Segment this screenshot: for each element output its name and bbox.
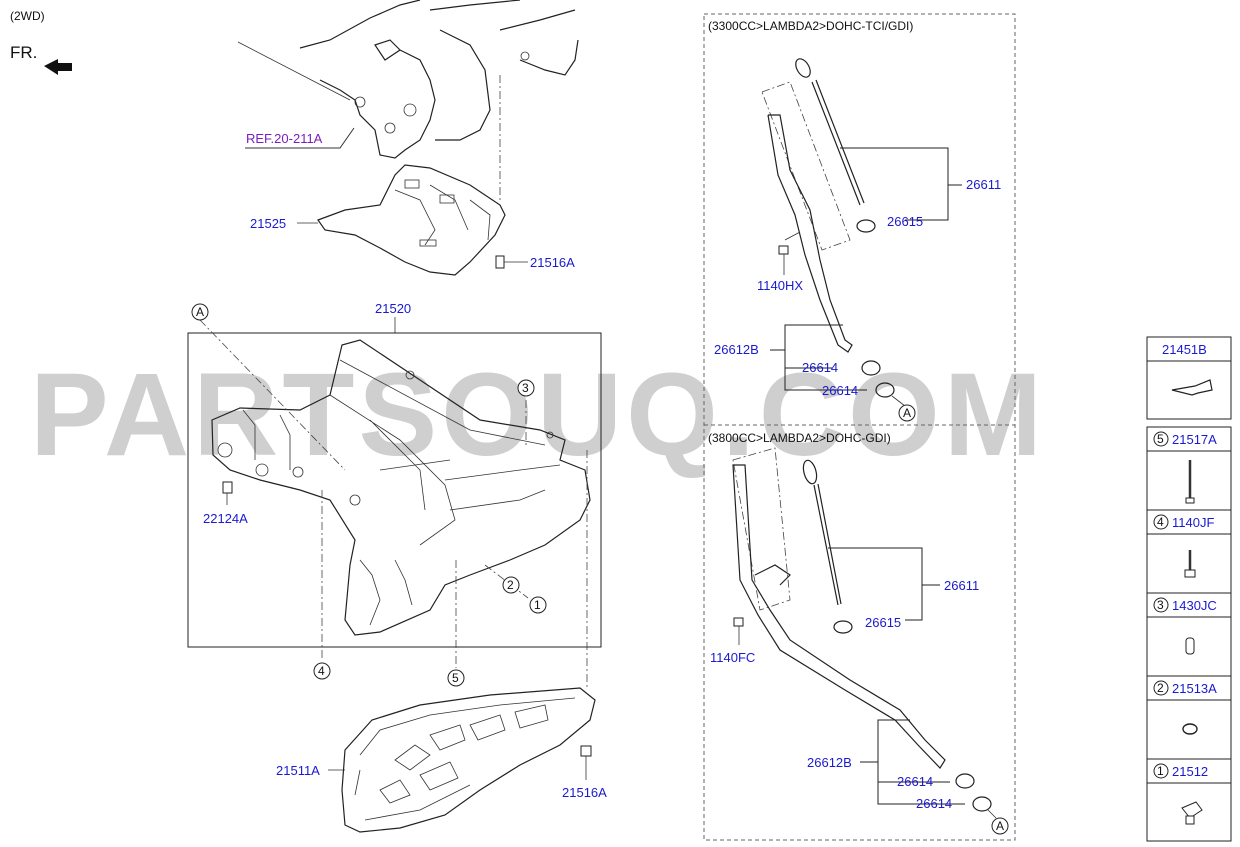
plug-22124a-icon: [222, 481, 233, 505]
oring-26615-bottom-icon: [833, 620, 853, 634]
svg-text:1140JF: 1140JF: [1172, 515, 1214, 530]
svg-text:2: 2: [507, 578, 514, 592]
bolt-1140hx-icon: [778, 245, 789, 275]
label-26615-bottom: 26615: [865, 615, 901, 630]
seal-26614-top-1-icon: [861, 360, 881, 376]
seal-26614-bottom-2-icon: [972, 796, 992, 812]
label-1140fc: 1140FC: [710, 650, 755, 665]
svg-text:5: 5: [1157, 432, 1164, 446]
svg-text:21512: 21512: [1172, 764, 1208, 779]
label-26615-top: 26615: [887, 214, 923, 229]
legend-item-3: 3 1430JC: [1153, 597, 1217, 655]
svg-text:3: 3: [522, 381, 529, 395]
callout-5: 5: [447, 669, 465, 687]
oil-pan-frame: [187, 332, 602, 648]
front-label: FR.: [10, 43, 37, 62]
callout-a-top: A: [191, 303, 209, 321]
legend-item-2: 2 21513A: [1153, 680, 1217, 735]
label-26612b-top: 26612B: [714, 342, 759, 357]
svg-text:21513A: 21513A: [1172, 681, 1217, 696]
label-26611-bottom: 26611: [944, 578, 979, 593]
engine-block: [237, 0, 579, 200]
svg-text:4: 4: [1157, 515, 1164, 529]
svg-text:5: 5: [452, 671, 459, 685]
callout-2: 2: [502, 576, 520, 594]
svg-text:21517A: 21517A: [1172, 432, 1217, 447]
callout-a-bottom-variant: A: [991, 817, 1009, 835]
callout-1: 1: [529, 596, 547, 614]
callout-a-top-variant: A: [898, 404, 916, 422]
svg-text:4: 4: [318, 664, 325, 678]
oring-26615-top-icon: [856, 219, 876, 233]
variant-panel: [703, 13, 1016, 841]
label-21516a-top: 21516A: [530, 255, 575, 270]
svg-text:1: 1: [1157, 764, 1164, 778]
long-bolt-icon: [1185, 460, 1195, 504]
flange-bolt-icon: [1184, 550, 1196, 578]
legend-top-code: 21451B: [1162, 342, 1207, 357]
lower-oil-pan: [341, 687, 596, 833]
legend-item-1: 1 21512: [1153, 763, 1208, 825]
label-26612b-bottom: 26612B: [807, 755, 852, 770]
bracket-icon: [1171, 379, 1213, 396]
svg-text:3: 3: [1157, 598, 1164, 612]
seal-26614-bottom-1-icon: [955, 773, 975, 789]
bolt-21516a-top-icon: [495, 255, 528, 269]
ref-leader: [245, 127, 355, 149]
legend-list: 5 21517A 4 1140JF 3 1430JC 2 21513A 1 21…: [1146, 426, 1232, 842]
svg-text:1430JC: 1430JC: [1172, 598, 1217, 613]
front-arrow-icon: [44, 59, 72, 75]
variant-label: (2WD): [10, 9, 45, 23]
callout-4: 4: [313, 662, 331, 680]
label-26614-bottom-1: 26614: [897, 774, 933, 789]
callout-3: 3: [517, 379, 535, 397]
bolt-21516a-bottom-icon: [580, 745, 592, 780]
svg-text:1: 1: [534, 598, 541, 612]
svg-text:2: 2: [1157, 681, 1164, 695]
svg-text:A: A: [996, 819, 1004, 833]
legend-21451b: 21451B: [1146, 336, 1232, 420]
variant-bottom-title: (3800CC>LAMBDA2>DOHC-GDI): [708, 431, 891, 445]
label-21520: 21520: [375, 301, 411, 316]
dipstick-bottom: [732, 447, 946, 769]
label-22124a: 22124A: [203, 511, 248, 526]
svg-text:A: A: [903, 406, 911, 420]
label-21525: 21525: [250, 216, 286, 231]
seal-26614-top-2-icon: [875, 382, 895, 398]
variant-top-title: (3300CC>LAMBDA2>DOHC-TCI/GDI): [708, 19, 913, 33]
label-21511a: 21511A: [276, 763, 320, 778]
washer-icon: [1182, 723, 1198, 735]
label-26611-top: 26611: [966, 177, 1001, 192]
watermark: PARTSOUQ.COM: [30, 349, 1046, 481]
legend-item-4: 4 1140JF: [1153, 514, 1214, 578]
label-1140hx: 1140HX: [757, 278, 803, 293]
label-26614-top-2: 26614: [822, 383, 858, 398]
label-21516a-bottom: 21516A: [562, 785, 607, 800]
svg-text:A: A: [196, 305, 204, 319]
label-26614-bottom-2: 26614: [916, 796, 952, 811]
legend-item-5: 5 21517A: [1153, 431, 1217, 504]
bolt-1140fc-icon: [733, 617, 744, 645]
label-26614-top-1: 26614: [802, 360, 838, 375]
dowel-pin-icon: [1185, 637, 1195, 655]
dipstick-top: [761, 58, 865, 353]
drain-plug-icon: [1181, 801, 1203, 825]
skid-plate: [317, 164, 506, 276]
oil-pan: [211, 339, 591, 636]
ref-label: REF.20-211A: [246, 131, 323, 146]
